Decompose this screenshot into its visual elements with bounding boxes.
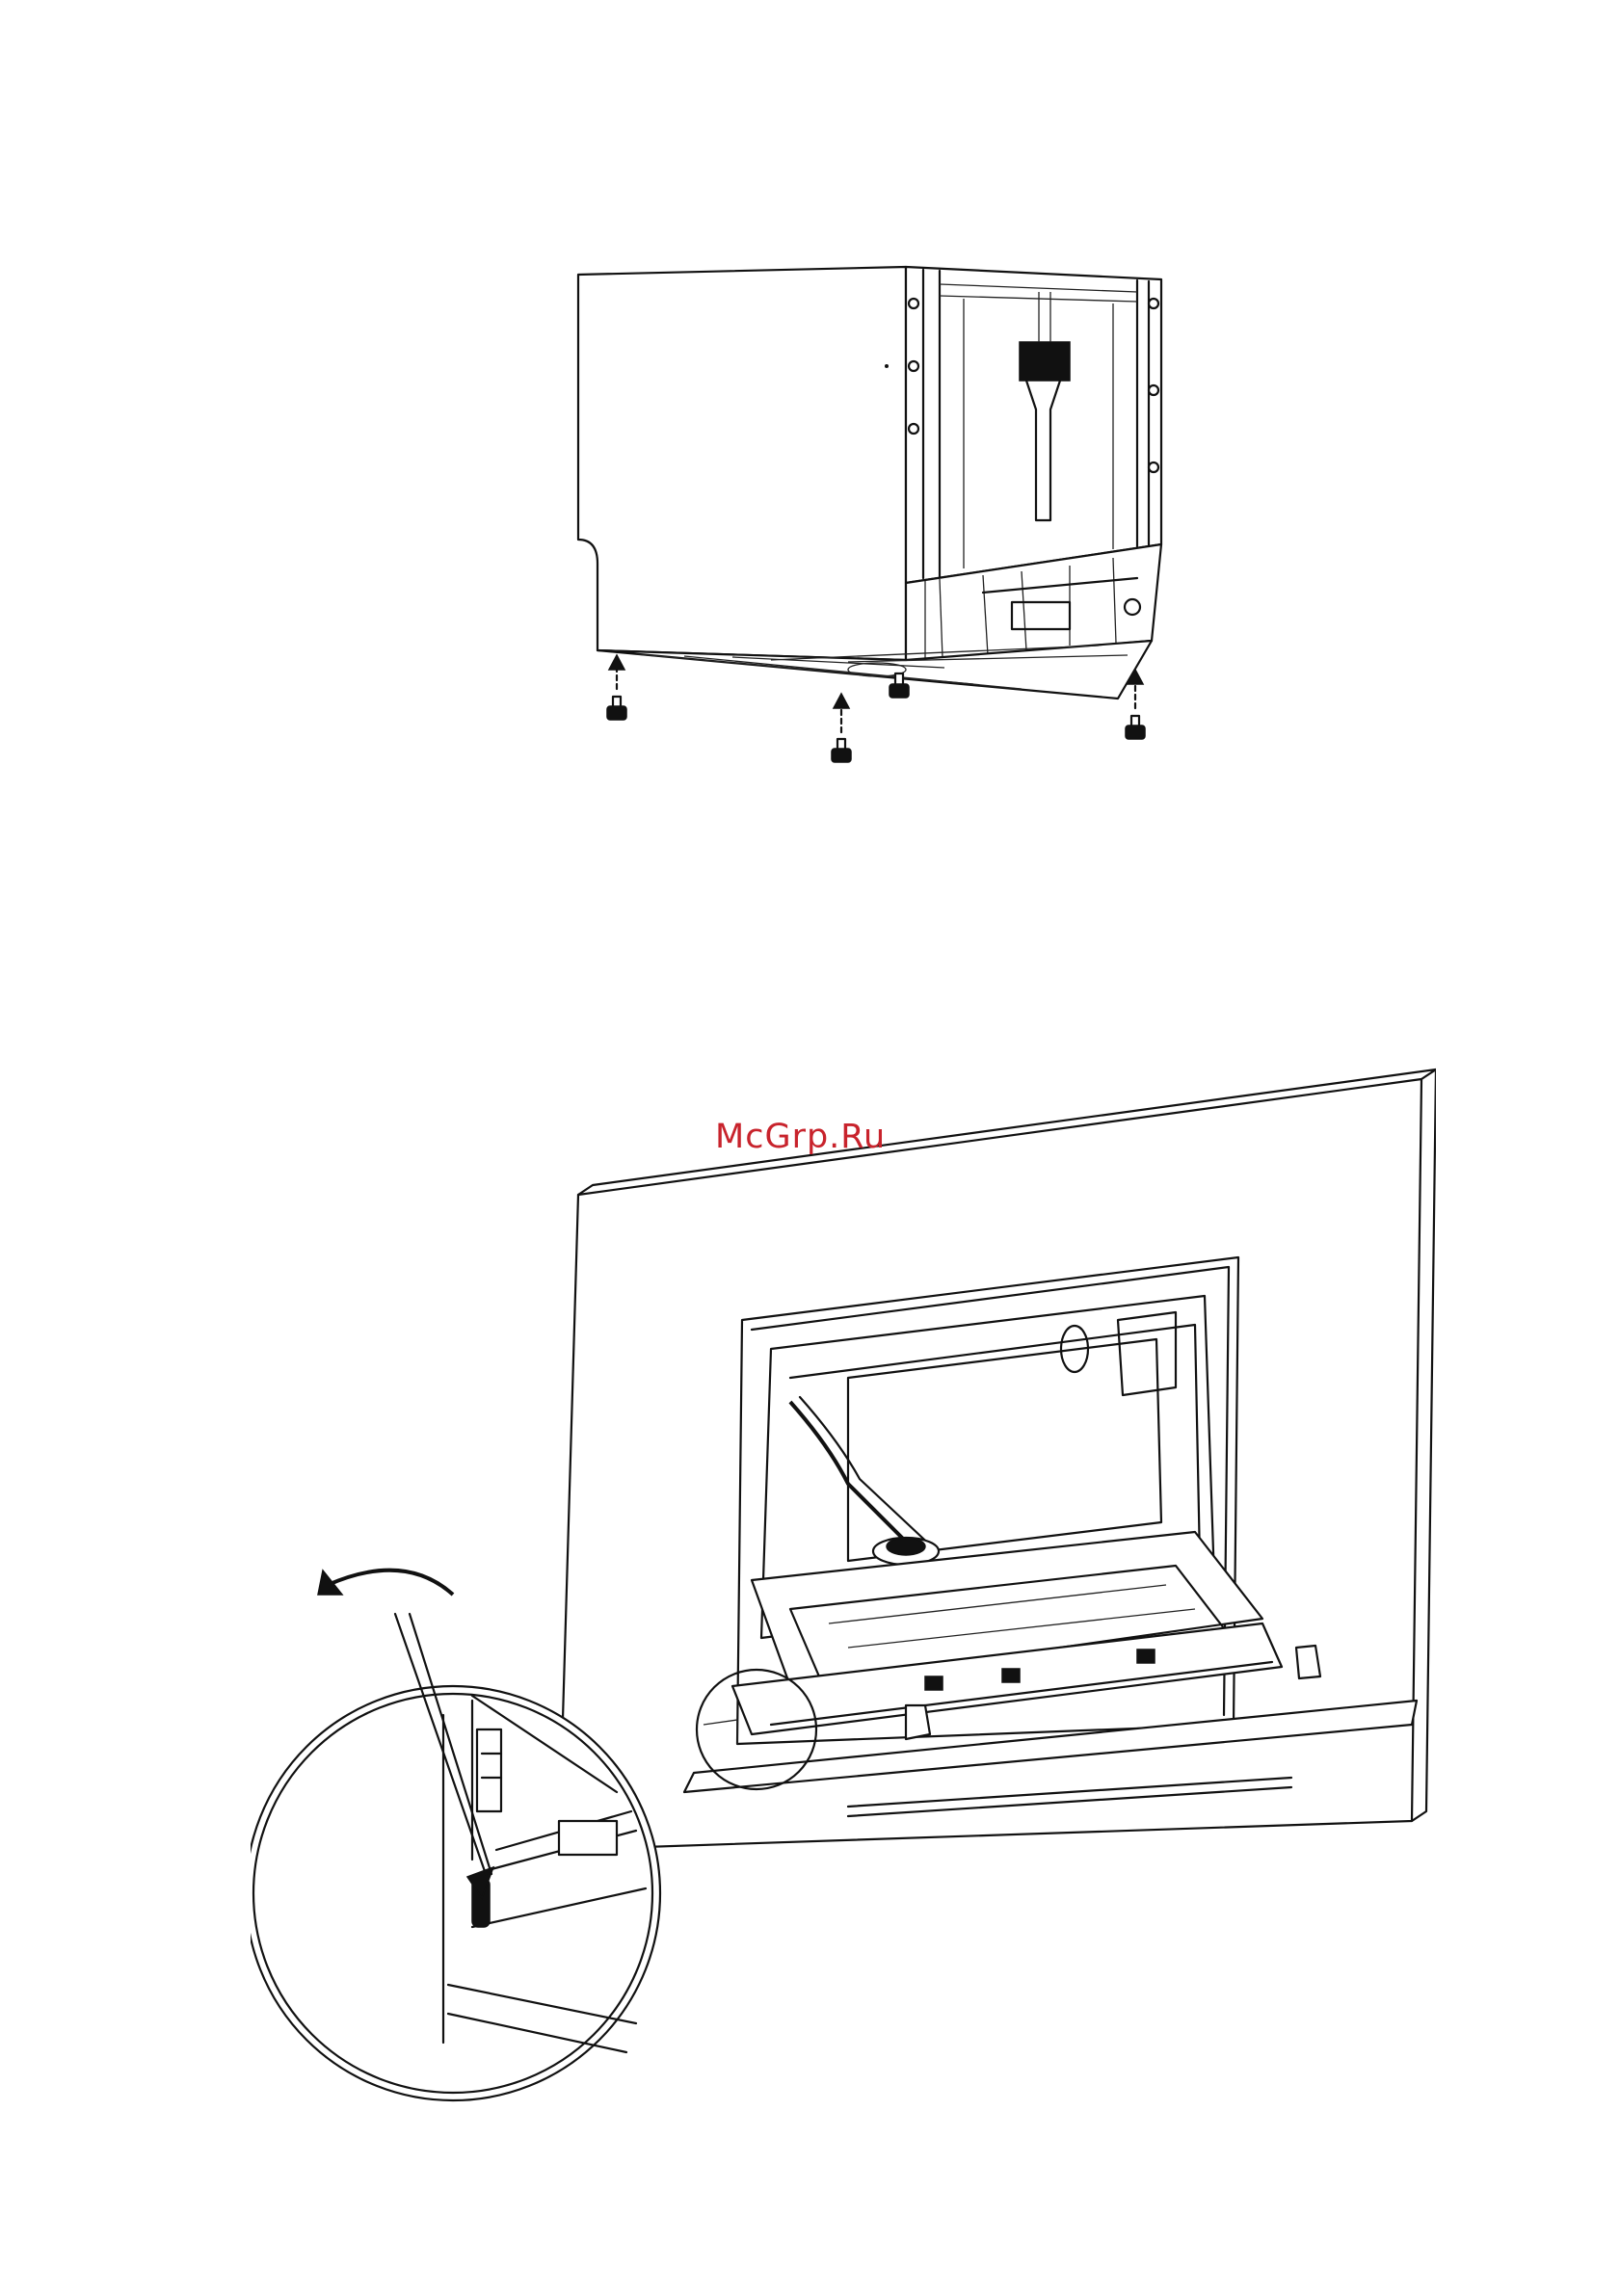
up-arrow-icon	[609, 655, 624, 689]
adjustable-foot-icon	[832, 739, 851, 762]
watermark: McGrp.Ru	[715, 1118, 886, 1156]
up-arrow-icon	[834, 694, 849, 732]
dishwasher-underside-feet-figure	[559, 246, 1185, 766]
adjustable-foot-icon	[607, 697, 626, 720]
dishwasher-installed-in-cabinet-figure	[251, 1060, 1436, 2149]
adjustable-foot-icon	[1126, 716, 1145, 739]
rotate-arrow-icon	[318, 1570, 453, 1595]
